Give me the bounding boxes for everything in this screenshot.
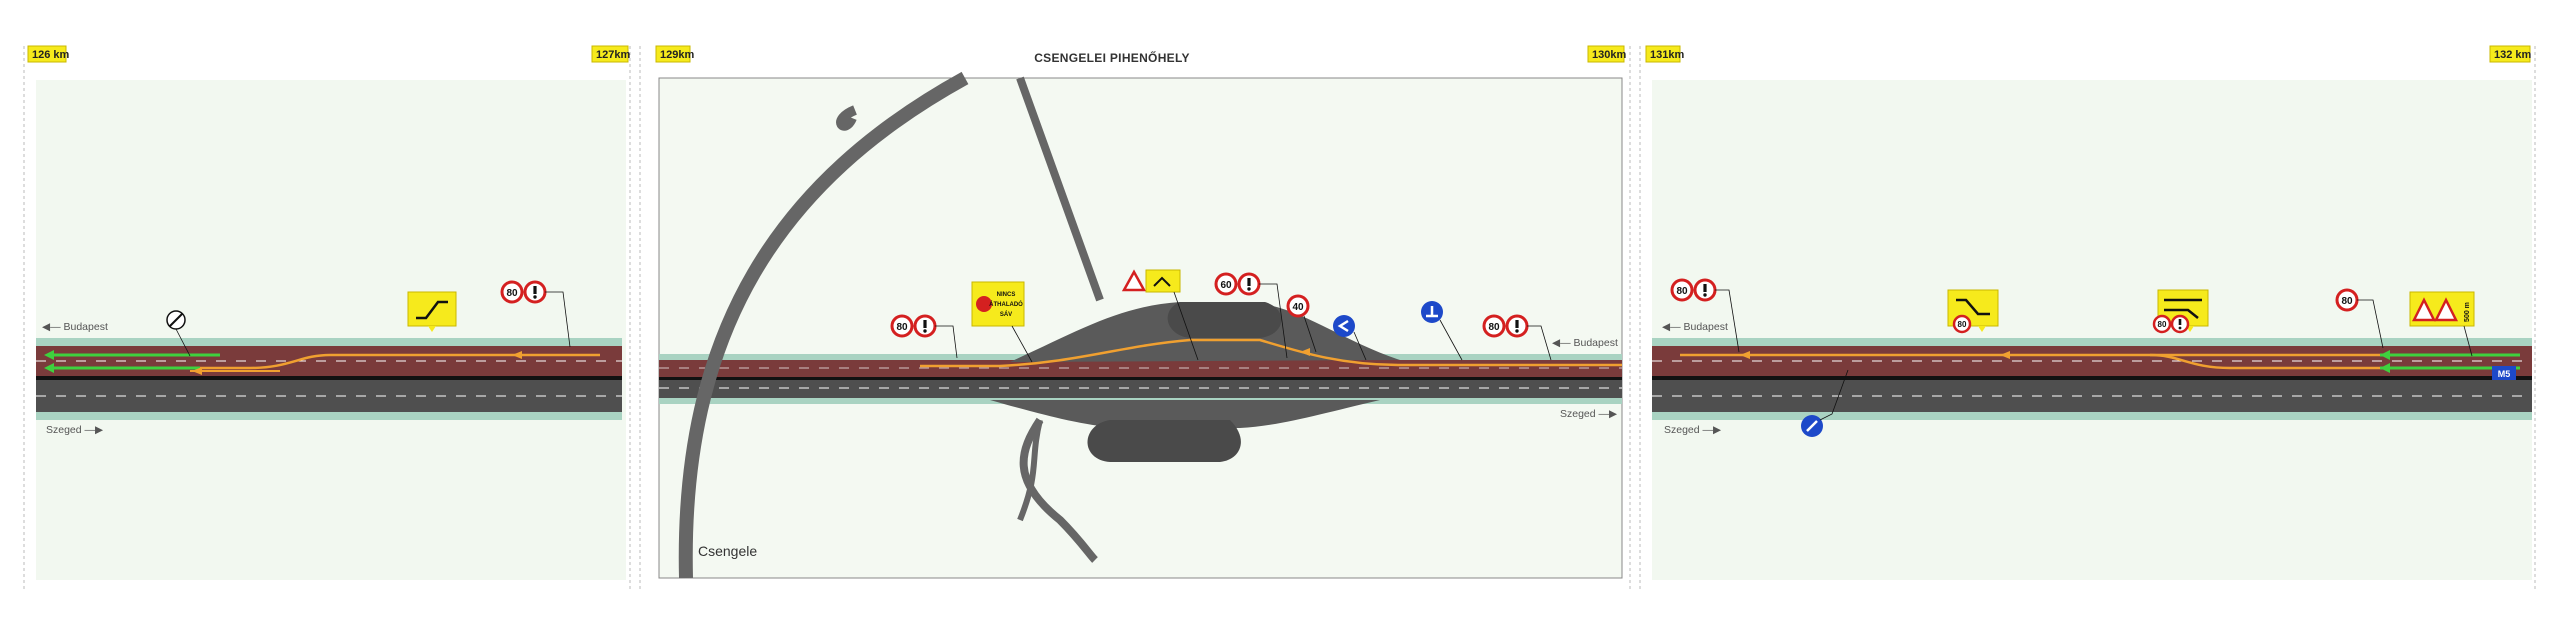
- direction-szeged: Szeged —▶: [46, 424, 104, 436]
- km-marker-end: 132 km: [2489, 45, 2532, 63]
- speed-limit-sign: 80: [2152, 314, 2172, 334]
- km-marker-start: 131km: [1645, 45, 1684, 63]
- km-start-label: 126 km: [32, 49, 70, 61]
- median-barrier: [36, 376, 622, 380]
- detour-line: [2149, 353, 2380, 370]
- speed-limit-sign: 80: [1670, 278, 1694, 302]
- km-marker-start: 129km: [655, 45, 694, 63]
- section-3: 131km 132 km M5 ◀— Budapest Szeged —▶ 80: [1639, 45, 2536, 590]
- lane-shift-sign: [407, 291, 457, 332]
- speed-limit-sign: 80: [890, 314, 914, 338]
- svg-text:80: 80: [1676, 286, 1688, 297]
- rest-area-title: CSENGELEI PIHENŐHELY: [1034, 50, 1190, 65]
- km-marker-end: 130km: [1587, 45, 1626, 63]
- svg-text:40: 40: [1292, 302, 1304, 313]
- svg-text:80: 80: [2341, 296, 2353, 307]
- speed-limit-sign: 40: [1286, 294, 1317, 353]
- section-1: 126 km 127km ◀— Budapest Szeged —▶: [23, 45, 631, 590]
- rest-area-south: [990, 400, 1380, 428]
- direction-budapest: ◀— Budapest: [1552, 337, 1618, 349]
- warning-sign: [1505, 314, 1552, 361]
- direction-budapest: ◀— Budapest: [1662, 321, 1728, 333]
- access-road: [1016, 76, 1104, 302]
- keep-left-sign: [1333, 315, 1367, 361]
- background-field: [1652, 80, 2532, 580]
- svg-text:M5: M5: [2498, 369, 2511, 379]
- roadworks-ahead-sign: 500 m: [2409, 291, 2475, 357]
- svg-text:80: 80: [1488, 322, 1500, 333]
- speed-limit-sign: 80: [500, 280, 524, 304]
- svg-text:132 km: 132 km: [2494, 49, 2532, 61]
- svg-text:80: 80: [896, 322, 908, 333]
- end-of-restriction-sign: [166, 310, 191, 357]
- background-field: [36, 80, 626, 580]
- keep-right-sign: [1801, 369, 1849, 437]
- speed-limit-sign: 80: [2335, 288, 2384, 349]
- place-csengele: Csengele: [698, 543, 757, 559]
- svg-text:80: 80: [506, 288, 518, 299]
- rest-area-warning-sign: [1121, 269, 1199, 361]
- direction-szeged: Szeged —▶: [1560, 408, 1618, 420]
- svg-text:500 m: 500 m: [2464, 302, 2471, 322]
- detour-line: [920, 338, 1622, 368]
- direction-budapest: ◀— Budapest: [42, 321, 108, 333]
- km-marker-end: 127km: [591, 45, 630, 63]
- section-2: 129km 130km CSENGELEI PIHENŐHELY ◀—: [639, 45, 1631, 590]
- svg-text:80: 80: [2158, 320, 2167, 329]
- svg-text:NINCS: NINCS: [997, 292, 1016, 298]
- svg-text:131km: 131km: [1650, 49, 1684, 61]
- km-end-label: 127km: [596, 49, 630, 61]
- svg-text:80: 80: [1958, 320, 1967, 329]
- motorway-badge: M5: [2492, 366, 2516, 380]
- warning-sign: [1693, 278, 1740, 353]
- junction-sign: [1421, 301, 1463, 361]
- direction-szeged: Szeged —▶: [1664, 424, 1722, 436]
- km-marker-start: 126 km: [27, 45, 70, 63]
- svg-text:SÁV: SÁV: [1000, 311, 1012, 318]
- svg-text:129km: 129km: [660, 49, 694, 61]
- speed-limit-sign: 60: [1214, 272, 1238, 296]
- warning-sign: [1237, 272, 1288, 359]
- curved-side-road: [678, 71, 969, 579]
- warning-sign: [2170, 314, 2190, 334]
- svg-text:130km: 130km: [1592, 49, 1626, 61]
- speed-limit-sign: 80: [1482, 314, 1506, 338]
- warning-sign: [913, 314, 958, 359]
- svg-text:ÁTHALADÓ: ÁTHALADÓ: [989, 300, 1023, 308]
- detour-line: [200, 353, 600, 370]
- lane-shift-sign: 80: [1947, 289, 1999, 334]
- no-through-lane-sign: NINCS ÁTHALADÓ SÁV: [971, 281, 1033, 363]
- warning-sign: [523, 280, 571, 348]
- svg-text:60: 60: [1220, 280, 1232, 291]
